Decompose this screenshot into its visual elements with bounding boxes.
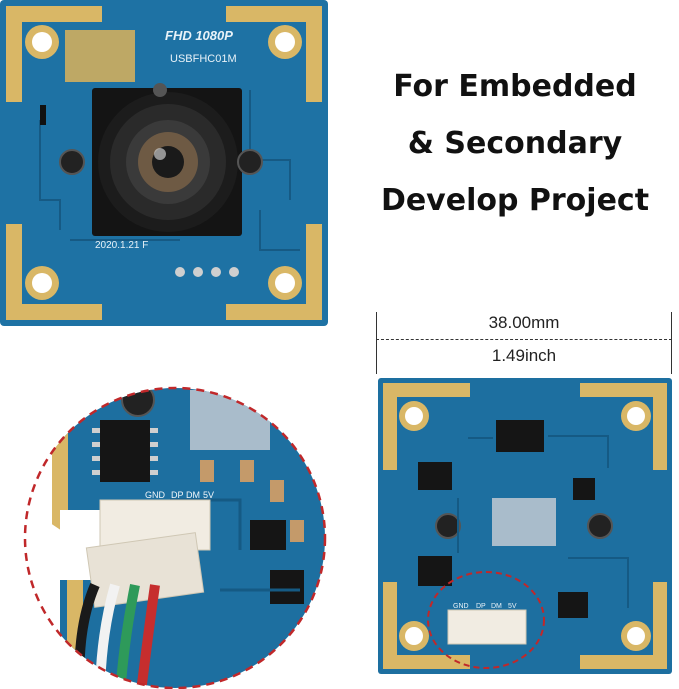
dimension-metric: 38.00mm	[488, 313, 560, 332]
closeup-label-gnd: GND	[145, 490, 166, 500]
silkscreen-title: FHD 1080P	[165, 28, 233, 43]
headline-line-3: Develop Project	[380, 183, 650, 218]
headline: For Embedded & Secondary Develop Project	[360, 58, 670, 229]
headline-line-1: For Embedded	[393, 69, 637, 104]
back-label-5v: 5V	[508, 603, 517, 610]
closeup-callout-circle	[23, 386, 327, 689]
connector-closeup-image: GND DP DM 5V	[23, 386, 327, 689]
dimension-imperial: 1.49inch	[491, 346, 557, 365]
headline-line-2: & Secondary	[407, 126, 623, 161]
bottom-pads	[175, 267, 239, 277]
dimension-indicator: 38.00mm 1.49inch	[376, 312, 672, 374]
dimension-right-tick	[671, 312, 672, 374]
closeup-label-dp: DP	[171, 490, 184, 500]
closeup-label-5v: 5V	[203, 490, 214, 500]
silkscreen-date: 2020.1.21 F	[95, 240, 148, 251]
mounting-holes	[25, 25, 302, 300]
closeup-label-dm: DM	[186, 490, 200, 500]
back-label-gnd: GND	[453, 603, 469, 610]
camera-module-top-image: FHD 1080P USBFHC01M 2020.1.21 F	[0, 0, 328, 326]
back-label-dp: DP	[476, 603, 486, 610]
usb-connector	[447, 609, 527, 645]
dimension-left-tick	[376, 312, 377, 374]
back-label-dm: DM	[491, 603, 502, 610]
gold-corner-pads	[6, 6, 322, 320]
main-ic-chip	[496, 420, 544, 452]
connector-callout-circle	[427, 571, 545, 669]
shield-pad	[492, 498, 556, 546]
dimension-line	[376, 339, 672, 340]
camera-module-back-image: GND DP DM 5V	[378, 378, 672, 674]
silkscreen-model: USBFHC01M	[170, 53, 237, 65]
